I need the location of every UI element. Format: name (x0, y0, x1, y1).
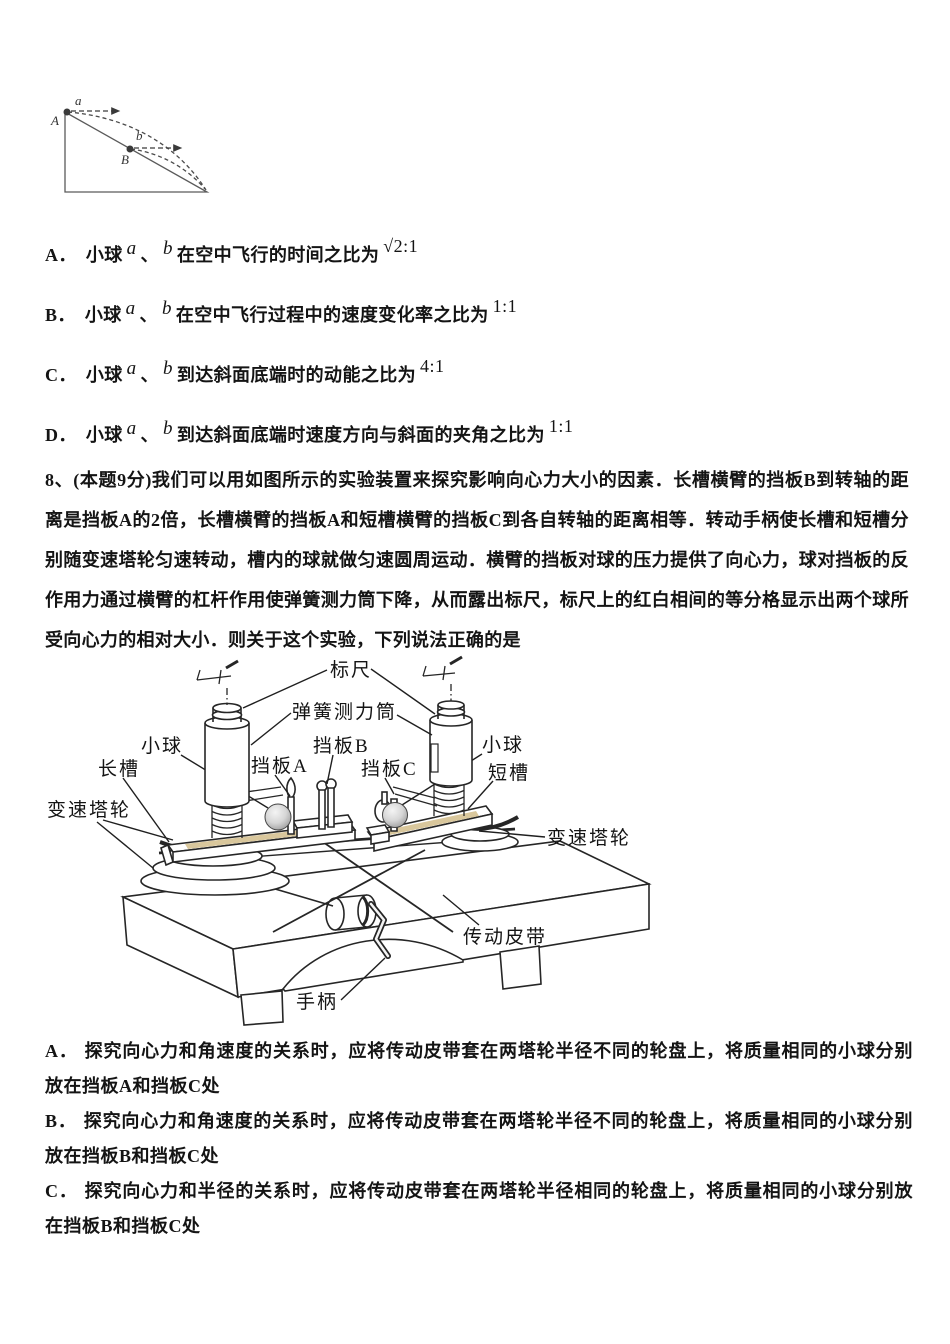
option-text: 探究向心力和半径的关系时，应将传动皮带套在两塔轮半径相同的轮盘上，将质量相同的小… (45, 1181, 914, 1236)
separator: 、 (140, 365, 159, 385)
option-row-c: C．探究向心力和半径的关系时，应将传动皮带套在两塔轮半径相同的轮盘上，将质量相同… (45, 1174, 913, 1244)
label-a: a (75, 93, 82, 108)
option-text-pre: 小球 (84, 305, 122, 325)
apparatus-label-long-slot: 长槽 (98, 758, 140, 780)
option-text-pre: 小球 (85, 365, 123, 385)
indicator-left (196, 659, 239, 705)
separator: 、 (140, 245, 159, 265)
option-text: 探究向心力和角速度的关系时，应将传动皮带套在两塔轮半径不同的轮盘上，将质量相同的… (45, 1041, 914, 1096)
scale-window (430, 743, 439, 773)
crank-drum (325, 894, 391, 959)
var-b: b (161, 298, 172, 319)
baffle-b-pins (316, 778, 337, 830)
var-a: a (125, 298, 136, 319)
var-a: a (126, 238, 137, 259)
apparatus-label-ball-right: 小球 (482, 734, 524, 756)
ratio-value: 4:1 (420, 356, 445, 376)
question-8-stem: 8、(本题9分)我们可以用如图所示的实验装置来探究影响向心力大小的因素．长槽横臂… (45, 470, 909, 650)
option-letter: A． (45, 245, 77, 265)
spring-tube-right (429, 700, 473, 816)
apparatus-label-handle: 手柄 (296, 991, 338, 1013)
var-b: b (162, 358, 173, 379)
apparatus-label-spring-tube: 弹簧测力筒 (292, 701, 397, 723)
ball-b-dot (126, 145, 134, 153)
question-8-options: A．探究向心力和角速度的关系时，应将传动皮带套在两塔轮半径不同的轮盘上，将质量相… (45, 1034, 913, 1244)
label-b: b (136, 128, 143, 143)
var-a: a (126, 358, 137, 379)
option-text: 到达斜面底端时的动能之比为 (176, 365, 417, 385)
base-slab (120, 840, 652, 1026)
apparatus-label-tower-left: 变速塔轮 (47, 799, 131, 821)
option-letter: B． (45, 305, 76, 325)
option-letter: C． (45, 365, 77, 385)
apparatus-label-short-slot: 短槽 (488, 762, 530, 784)
option-text: 在空中飞行过程中的速度变化率之比为 (175, 305, 489, 325)
base-left-leg (240, 990, 284, 1026)
option-text: 在空中飞行的时间之比为 (176, 245, 380, 265)
apparatus-figure: 标尺 弹簧测力筒 小球 挡板A 挡板B 挡板C 小球 长槽 短槽 变速塔轮 变速… (47, 655, 652, 1026)
trajectory-b (130, 148, 206, 190)
apparatus-label-ruler: 标尺 (330, 659, 372, 681)
base-right-leg (499, 945, 542, 990)
apparatus-label-baffle-b: 挡板B (313, 735, 370, 757)
option-letter: A． (45, 1041, 78, 1061)
option-text-pre: 小球 (85, 425, 123, 445)
var-b: b (162, 238, 173, 259)
ratio-value: √2:1 (383, 236, 419, 256)
var-a: a (126, 418, 137, 439)
separator: 、 (140, 425, 159, 445)
ball-a-dot (63, 108, 71, 116)
option-letter: C． (45, 1181, 78, 1201)
label-A: A (50, 113, 59, 128)
trajectory-a (67, 111, 207, 191)
option-letter: B． (45, 1111, 77, 1131)
short-slot-bar (365, 805, 494, 852)
ratio-value: 1:1 (548, 416, 574, 436)
option-row-a: A．探究向心力和角速度的关系时，应将传动皮带套在两塔轮半径不同的轮盘上，将质量相… (45, 1034, 913, 1104)
ball-right (382, 802, 408, 828)
label-leaders (96, 668, 546, 1001)
apparatus-label-belt: 传动皮带 (463, 926, 547, 948)
option-text-pre: 小球 (85, 245, 123, 265)
lever-arm-right (392, 786, 438, 807)
projectile-figure: a A b B (50, 93, 210, 193)
apparatus-label-baffle-c: 挡板C (361, 758, 418, 780)
spring-tube-left (204, 702, 250, 838)
var-b: b (162, 418, 173, 439)
incline-triangle (64, 110, 210, 193)
option-text: 探究向心力和角速度的关系时，应将传动皮带套在两塔轮半径不同的轮盘上，将质量相同的… (45, 1111, 913, 1166)
apparatus-label-ball-left: 小球 (141, 735, 183, 757)
option-text: 到达斜面底端时速度方向与斜面的夹角之比为 (176, 425, 545, 445)
label-B: B (121, 152, 129, 167)
indicator-right (422, 655, 463, 701)
separator: 、 (139, 305, 158, 325)
ball-left (264, 803, 292, 831)
base-arch-cutout (281, 938, 464, 992)
apparatus-label-tower-right: 变速塔轮 (547, 827, 631, 849)
option-row-b: B．探究向心力和角速度的关系时，应将传动皮带套在两塔轮半径不同的轮盘上，将质量相… (45, 1104, 913, 1174)
ratio-value: 1:1 (492, 296, 518, 316)
option-letter: D． (45, 425, 77, 445)
apparatus-label-baffle-a: 挡板A (251, 755, 309, 777)
